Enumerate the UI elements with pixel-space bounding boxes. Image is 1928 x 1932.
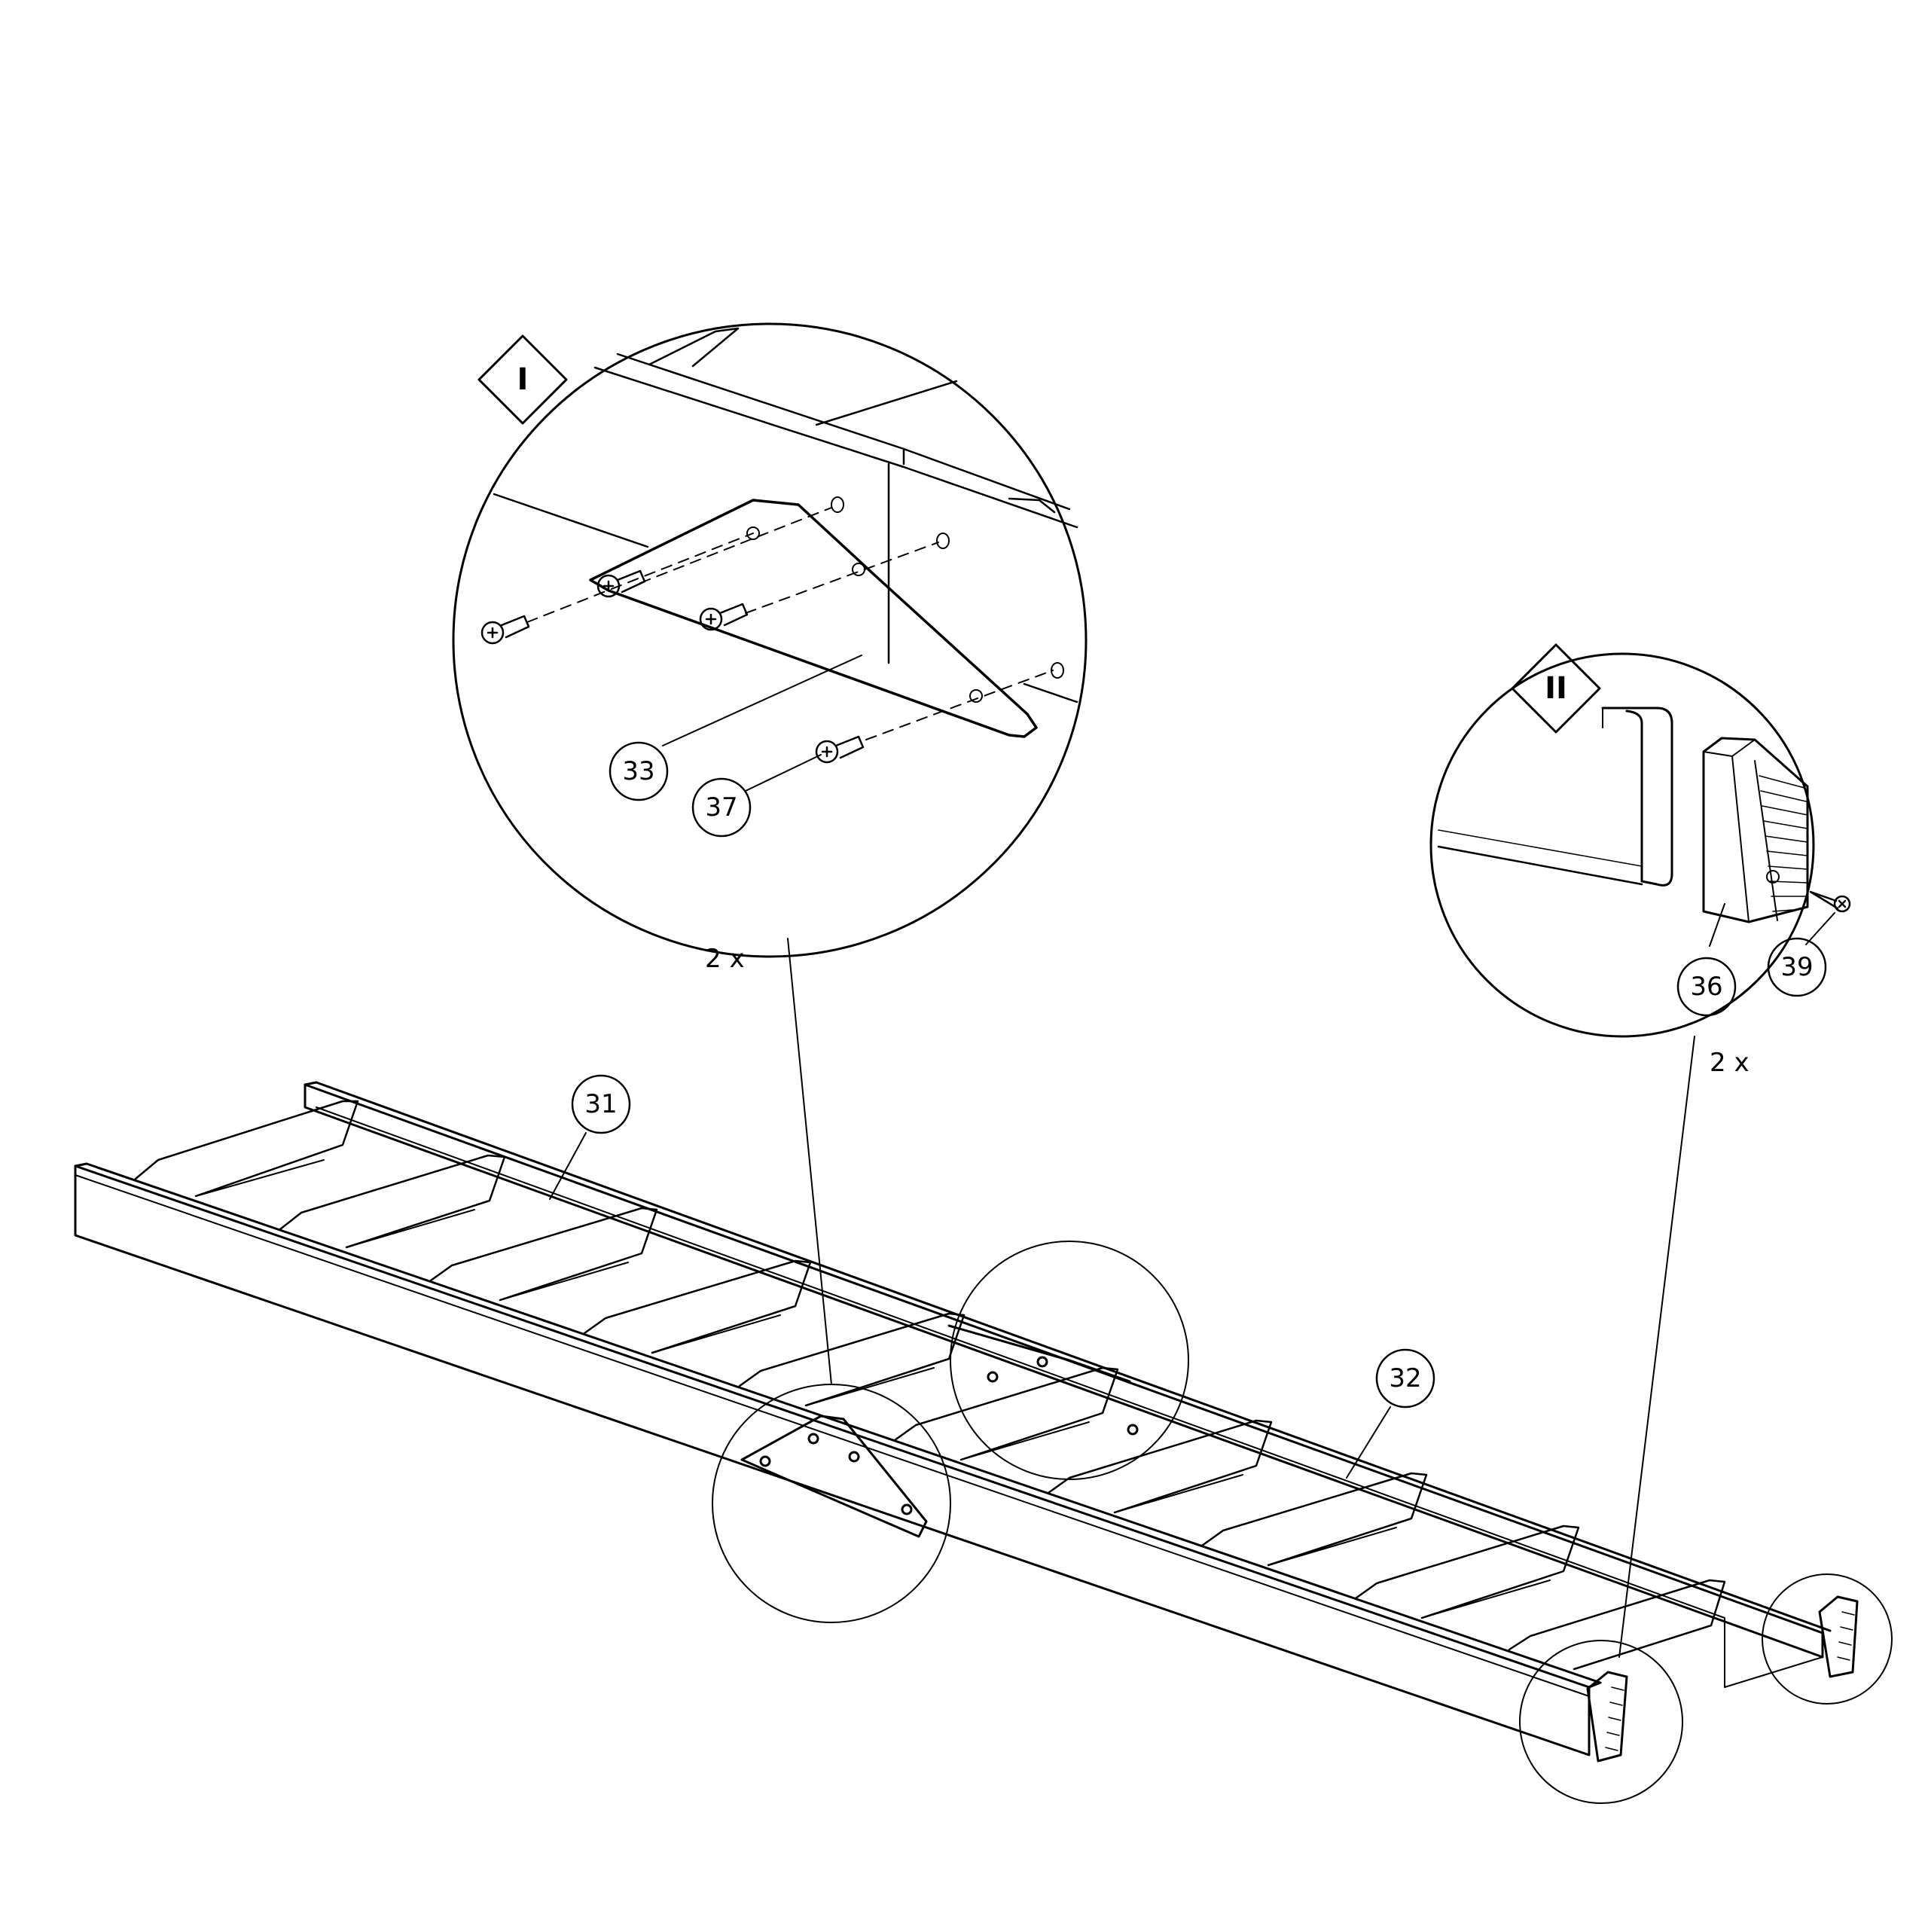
- rubber-foot-36: [1702, 737, 1809, 923]
- detail-i-tag-label: I: [517, 362, 529, 397]
- screw-39: [1809, 890, 1851, 913]
- callout-37: 37: [691, 777, 752, 838]
- callout-32-label: 32: [1389, 1363, 1421, 1393]
- ladder-rungs: [134, 1100, 1726, 1671]
- detail-i-circle: [452, 322, 1088, 958]
- joint-bracket-front: [740, 1415, 928, 1538]
- detail-i: 33 37 I 2 x: [452, 322, 1088, 974]
- detail-ii-tag-label: II: [1545, 671, 1567, 706]
- callout-36-label: 36: [1690, 972, 1722, 1002]
- callout-31: 31: [549, 1074, 631, 1200]
- detail-ii: 36 39 II 2 x: [1429, 643, 1851, 1078]
- ladder-foot-front: [1586, 1671, 1628, 1763]
- front-rail: [74, 1164, 1591, 1757]
- detail-markers: [712, 1241, 1893, 1804]
- callout-39-label: 39: [1780, 952, 1813, 982]
- callout-33: 33: [609, 741, 669, 801]
- callout-36: 36: [1676, 957, 1737, 1017]
- callout-37-label: 37: [705, 792, 737, 823]
- detail-ii-circle: [1429, 652, 1815, 1038]
- rail-end: [1601, 707, 1673, 887]
- detail-i-tag: I: [477, 334, 568, 425]
- callout-31-label: 31: [584, 1089, 617, 1119]
- callout-32: 32: [1346, 1348, 1435, 1479]
- joint-bracket-back: [947, 1324, 1131, 1383]
- callout-33-label: 33: [622, 756, 654, 786]
- detail-i-quantity: 2 x: [705, 944, 745, 974]
- leader-lines: [787, 938, 1695, 1658]
- ladder-assembly: [74, 1081, 1859, 1763]
- detail-ii-quantity: 2 x: [1710, 1048, 1750, 1078]
- screw-37: [480, 569, 865, 764]
- callout-39: 39: [1767, 937, 1827, 997]
- ladder-foot-back: [1818, 1595, 1859, 1678]
- detail-ii-tag: II: [1511, 643, 1601, 734]
